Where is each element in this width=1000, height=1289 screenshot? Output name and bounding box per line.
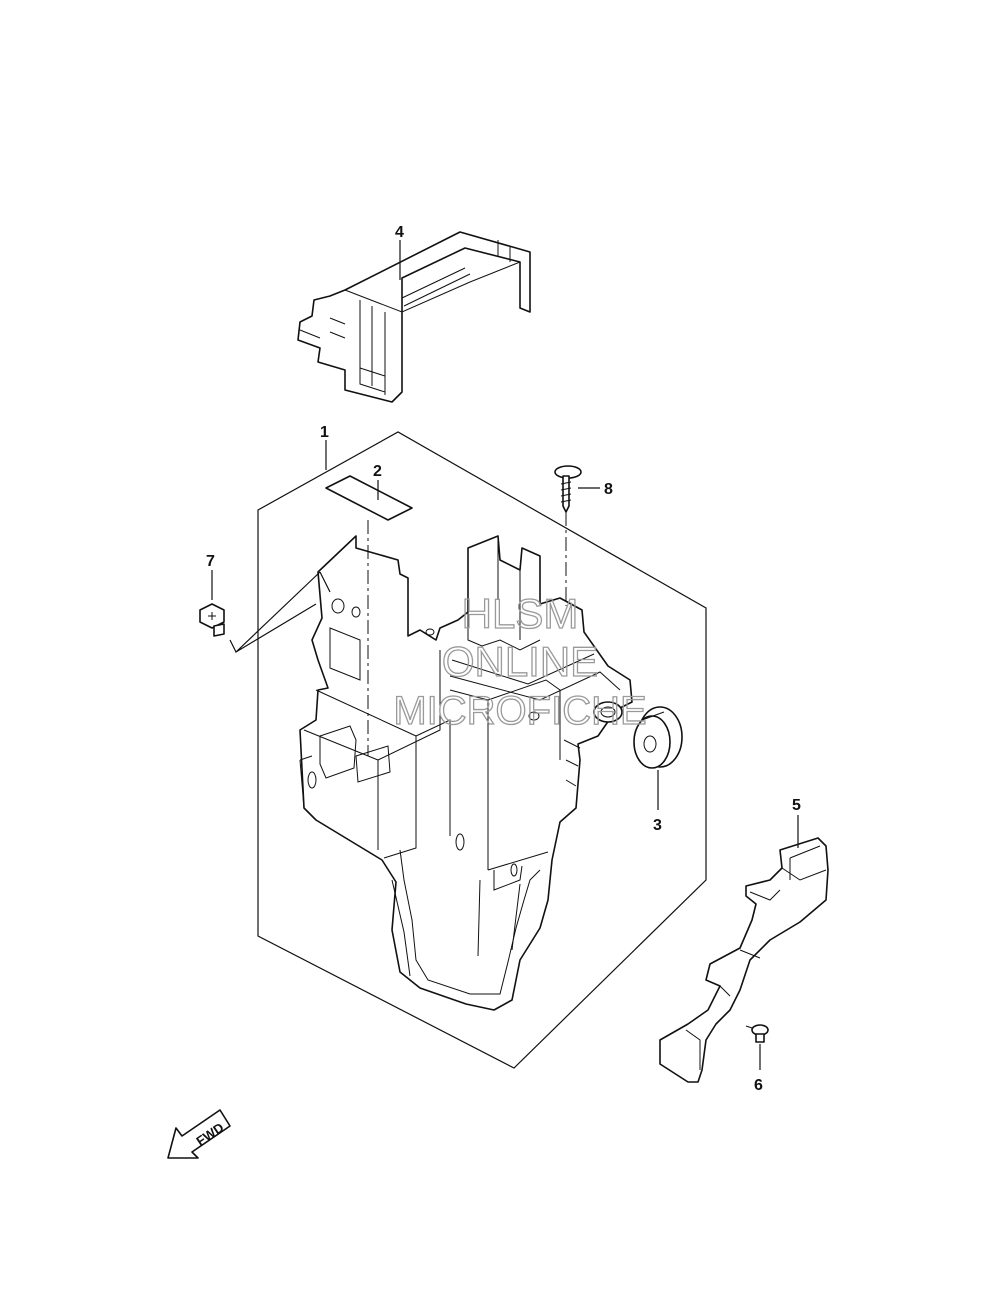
callout-6: 6 bbox=[754, 1077, 763, 1094]
part-3-grommet bbox=[633, 706, 683, 769]
part-2-label bbox=[325, 475, 413, 521]
part-7-bolt bbox=[199, 603, 225, 637]
part-5-cover bbox=[659, 837, 829, 1083]
callout-2: 2 bbox=[373, 463, 382, 480]
callout-3: 3 bbox=[653, 817, 662, 834]
part-6-clip bbox=[745, 1024, 769, 1043]
leader-7-to-holder bbox=[229, 571, 331, 653]
fwd-arrow-icon: FWD bbox=[167, 1109, 231, 1159]
kit-outline-1 bbox=[257, 431, 707, 1069]
callout-1: 1 bbox=[320, 424, 329, 441]
callout-5: 5 bbox=[792, 797, 801, 814]
part-8-screw bbox=[554, 465, 582, 513]
callout-8: 8 bbox=[604, 481, 613, 498]
callout-7: 7 bbox=[206, 553, 215, 570]
part-1-holder bbox=[299, 535, 633, 1011]
watermark-line-3: MICROFICHE bbox=[393, 689, 646, 733]
callout-4: 4 bbox=[395, 224, 404, 241]
part-4-bracket bbox=[297, 231, 531, 403]
watermark-line-1: HLSM bbox=[462, 590, 579, 637]
watermark-line-2: ONLINE bbox=[442, 638, 598, 685]
